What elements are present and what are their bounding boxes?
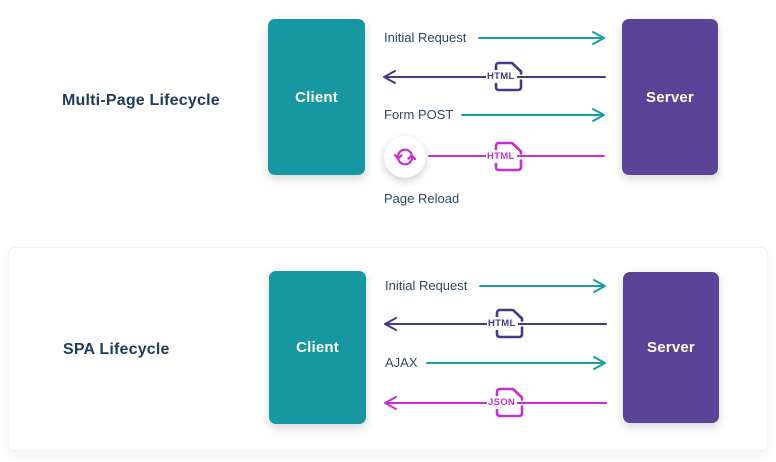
arrow-label-form-post: Form POST [384, 107, 454, 122]
client-node-label: Client [295, 88, 338, 106]
section-title: SPA Lifecycle [63, 341, 170, 358]
server-node-label: Server [646, 88, 694, 106]
arrow-label-initial-request: Initial Request [385, 278, 468, 293]
html-file-icon: HTML [487, 306, 525, 341]
arrow-label-ajax: AJAX [385, 355, 418, 370]
multi-page-lifecycle-section: Multi-Page Lifecycle Client Server Initi… [62, 19, 718, 206]
page-reload-icon [384, 136, 426, 178]
request-arrow-right-icon [479, 279, 606, 293]
request-arrow-right-icon [426, 356, 606, 370]
server-node-label: Server [647, 339, 695, 356]
server-node: Server [623, 272, 719, 423]
file-type-label: HTML [486, 150, 517, 163]
json-file-icon: JSON [487, 385, 525, 420]
html-file-icon: HTML [486, 139, 524, 174]
section-title: Multi-Page Lifecycle [62, 92, 220, 109]
server-node: Server [622, 19, 718, 175]
client-node-label: Client [296, 339, 339, 356]
request-arrow-right-icon [461, 108, 605, 122]
request-arrow-right-icon [478, 31, 605, 45]
file-type-label: HTML [487, 317, 518, 330]
spa-lifecycle-section: SPA Lifecycle Client Server Initial Requ… [8, 247, 768, 451]
html-file-icon: HTML [486, 59, 524, 94]
file-type-label: JSON [487, 396, 518, 409]
client-node: Client [268, 19, 365, 175]
file-type-label: HTML [486, 70, 517, 83]
page-reload-caption: Page Reload [384, 191, 460, 206]
arrow-label-initial-request: Initial Request [384, 30, 467, 45]
client-node: Client [269, 271, 366, 424]
